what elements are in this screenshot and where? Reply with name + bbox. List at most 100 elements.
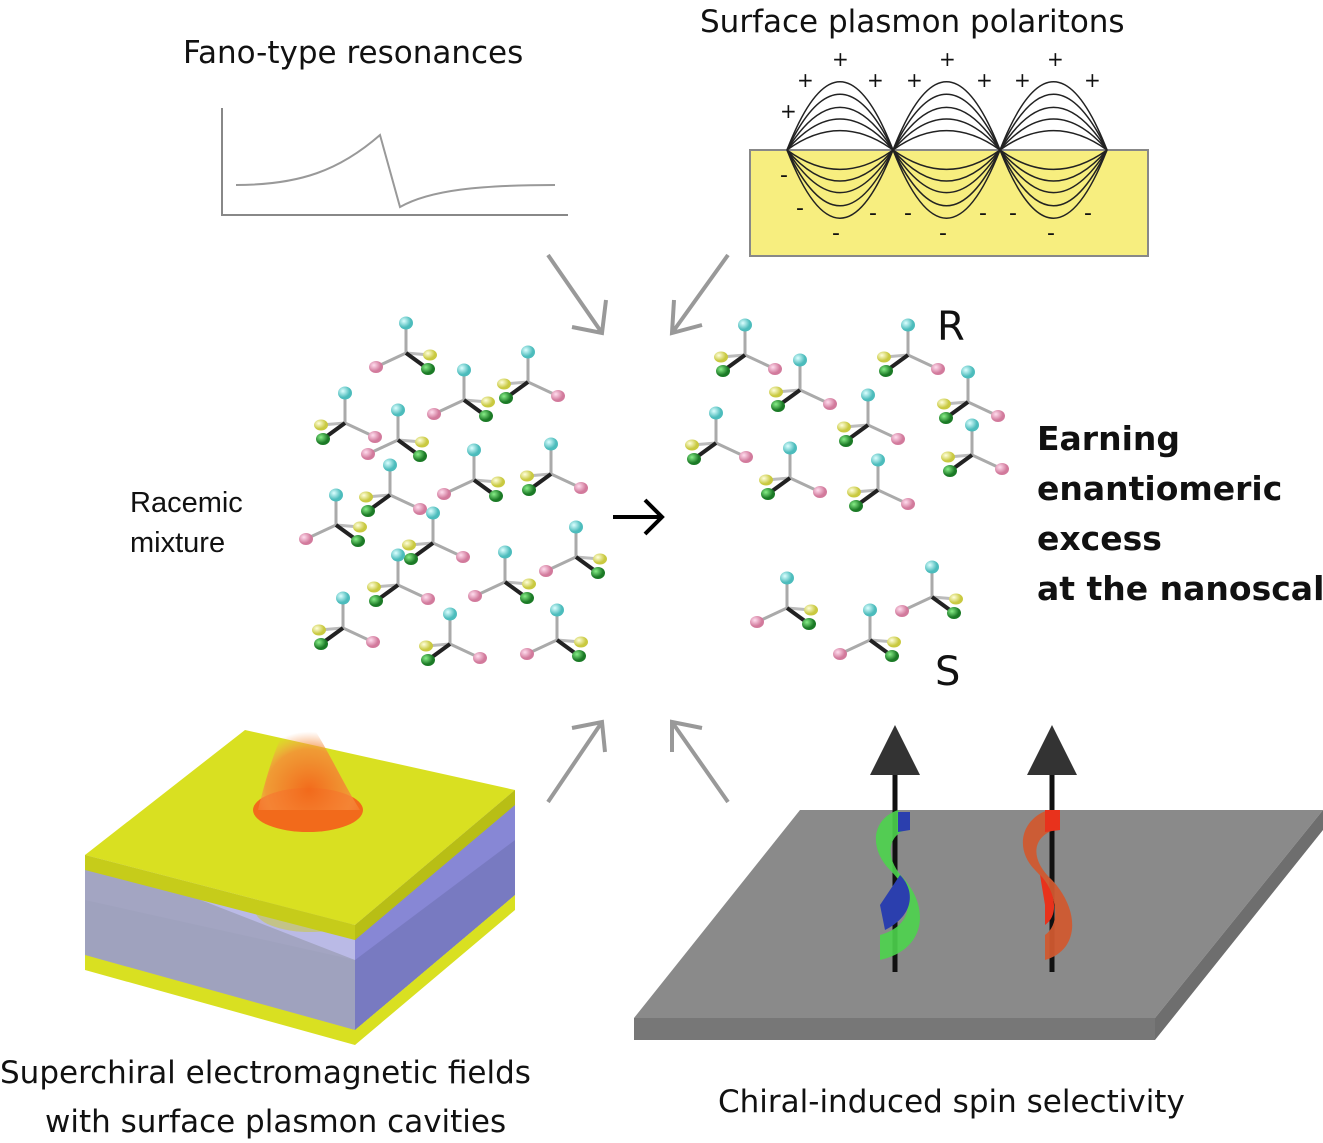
atom-pink: [823, 398, 837, 410]
chiral-molecule: [877, 318, 945, 377]
molecules: [299, 316, 1009, 666]
metal-slab: [749, 149, 1149, 257]
atom-green: [499, 392, 513, 404]
atom-pink: [361, 448, 375, 460]
arrow-from-ciss: [670, 719, 730, 804]
minus-charge: -: [796, 196, 804, 221]
field-line-below: [786, 149, 894, 182]
atom-green: [404, 553, 418, 565]
chiral-molecule: [427, 363, 495, 422]
atom-green: [361, 505, 375, 517]
fano-curve: [235, 133, 556, 209]
racemic-label-2: mixture: [130, 527, 225, 559]
atom-yellow: [415, 436, 429, 448]
atom-cyan: [569, 520, 583, 534]
atom-cyan: [709, 406, 723, 420]
atom-pink: [539, 565, 553, 577]
plus-charge: +: [832, 47, 849, 71]
cavity-side-right: [355, 790, 515, 1030]
atom-green: [489, 490, 503, 502]
atom-yellow: [847, 486, 861, 498]
plus-charge: +: [976, 68, 993, 92]
minus-charge: -: [979, 201, 987, 226]
atom-yellow: [419, 640, 433, 652]
atom-yellow: [481, 396, 495, 408]
field-line-below: [786, 149, 894, 171]
minus-charge: -: [1009, 201, 1017, 226]
atom-yellow: [423, 349, 437, 361]
atom-green: [716, 365, 730, 377]
atom-yellow: [837, 421, 851, 433]
atom-yellow: [949, 593, 963, 605]
chiral-molecule: [759, 441, 827, 500]
atom-pink: [739, 451, 753, 463]
atom-cyan: [336, 591, 350, 605]
field-hotspot-cone: [258, 712, 360, 810]
spp-charges: ++++++++++----------: [780, 47, 1101, 246]
substrate: [634, 810, 1323, 1018]
plus-charge: +: [939, 47, 956, 71]
atom-yellow: [759, 474, 773, 486]
atom-cyan: [871, 453, 885, 467]
atom-pink: [421, 593, 435, 605]
cavity-side-left: [85, 855, 355, 1030]
field-line-below: [892, 149, 1001, 182]
chiral-molecule: [847, 453, 915, 512]
atom-pink: [368, 431, 382, 443]
earning-line-2: enantiomeric: [1037, 469, 1282, 508]
chiral-molecule: [750, 571, 818, 630]
field-line-above: [999, 106, 1108, 151]
plus-charge: +: [867, 68, 884, 92]
atom-pink: [413, 503, 427, 515]
plus-charge: +: [797, 68, 814, 92]
field-line-below: [892, 149, 1001, 171]
atom-yellow: [685, 439, 699, 451]
atom-green: [479, 410, 493, 422]
atom-yellow: [522, 578, 536, 590]
atom-pink: [520, 648, 534, 660]
chiral-molecule: [359, 458, 427, 517]
atom-cyan: [550, 603, 564, 617]
atom-green: [939, 412, 953, 424]
earning-line-4: at the nanoscale: [1037, 569, 1323, 608]
atom-cyan: [793, 353, 807, 367]
field-line-above: [892, 129, 1001, 151]
field-line-below: [786, 149, 894, 194]
spp-field-lines: [786, 81, 1108, 219]
atom-pink: [468, 590, 482, 602]
atom-cyan: [544, 437, 558, 451]
atom-green: [522, 484, 536, 496]
arrow-from-cavity: [546, 719, 607, 804]
minus-charge: -: [939, 221, 947, 246]
chiral-molecule: [941, 418, 1009, 477]
atom-pink: [366, 636, 380, 648]
atom-green: [316, 433, 330, 445]
field-line-above: [786, 129, 894, 151]
atom-pink: [995, 463, 1009, 475]
atom-cyan: [780, 571, 794, 585]
helix-blue-spin: [880, 812, 910, 930]
chiral-molecule: [833, 603, 901, 662]
gray-arrows: [546, 253, 730, 804]
atom-pink: [813, 486, 827, 498]
r-label: R: [937, 304, 965, 350]
field-line-below: [786, 149, 894, 219]
atom-green: [421, 363, 435, 375]
atom-cyan: [961, 365, 975, 379]
superchiral-label-1: Superchiral electromagnetic fields: [0, 1055, 531, 1091]
racemic-label-1: Racemic: [130, 487, 243, 519]
chiral-molecule: [685, 406, 753, 465]
field-line-above: [786, 93, 894, 151]
spp-title: Surface plasmon polaritons: [700, 4, 1125, 40]
chiral-molecule: [520, 603, 588, 662]
earning-line-1: Earning: [1037, 419, 1180, 458]
atom-pink: [456, 551, 470, 563]
atom-green: [572, 650, 586, 662]
atom-cyan: [443, 607, 457, 621]
minus-charge: -: [1084, 201, 1092, 226]
atom-green: [591, 567, 605, 579]
field-line-above: [999, 93, 1108, 151]
atom-pink: [768, 363, 782, 375]
plus-charge: +: [906, 68, 923, 92]
